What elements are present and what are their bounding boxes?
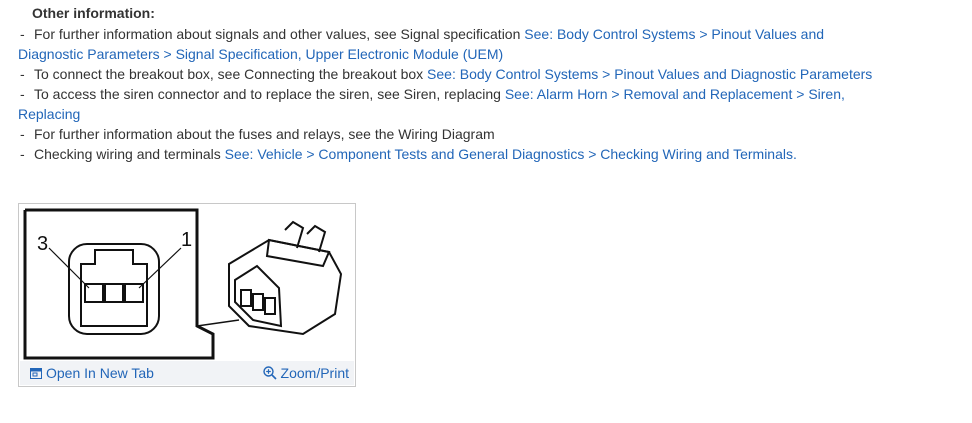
info-item-text: For further information about the fuses … — [34, 126, 495, 142]
info-list: -For further information about signals a… — [18, 24, 888, 164]
pin-slot-2 — [104, 283, 124, 303]
figure-toolbar: Open In New Tab Zoom/Print — [20, 361, 354, 385]
pinout-values-link[interactable]: See: Body Control Systems > Pinout Value… — [427, 66, 873, 82]
pin-1-leader — [138, 247, 182, 289]
info-item-text: To connect the breakout box, see Connect… — [34, 66, 428, 82]
connector-tab-1 — [284, 220, 305, 249]
connector-pin-b — [252, 293, 264, 311]
connector-tab-2 — [306, 224, 327, 253]
pin-3-leader — [48, 247, 90, 289]
pin-slot-1 — [84, 283, 104, 303]
connector-body — [228, 238, 343, 336]
zoom-print-button[interactable]: Zoom/Print — [262, 365, 349, 381]
checking-wiring-link[interactable]: See: Vehicle > Component Tests and Gener… — [224, 146, 797, 162]
info-item-signals: -For further information about signals a… — [18, 26, 825, 62]
connector-face-outline — [68, 243, 160, 335]
connector-top — [265, 238, 331, 268]
connector-diagram[interactable]: 3 1 — [23, 208, 353, 362]
info-item-wiring: -Checking wiring and terminals See: Vehi… — [20, 146, 797, 162]
connector-figure: 3 1 Open In New Tab Zoom/Print — [18, 203, 356, 387]
signal-specification-link[interactable]: See: Body Control Systems > Pinout Value… — [18, 26, 825, 62]
info-item-fuses: -For further information about the fuses… — [20, 126, 495, 142]
zoom-magnifier-icon — [262, 366, 277, 380]
pin-slot-3 — [124, 283, 144, 303]
connector-mouth — [234, 264, 283, 328]
open-in-new-tab-button[interactable]: Open In New Tab — [30, 365, 154, 381]
connector-face-inner — [80, 249, 148, 327]
pin-label-right: 1 — [181, 229, 192, 251]
info-item-siren: -To access the siren connector and to re… — [18, 86, 845, 122]
connector-pin-a — [240, 289, 252, 307]
siren-replacing-link[interactable]: See: Alarm Horn > Removal and Replacemen… — [18, 86, 845, 122]
connector-callout — [196, 319, 240, 327]
zoom-print-label: Zoom/Print — [280, 365, 349, 381]
pin-label-left: 3 — [37, 233, 48, 255]
open-new-tab-icon — [30, 367, 42, 379]
info-item-text: To access the siren connector and to rep… — [34, 86, 505, 102]
diagram-frame — [23, 208, 215, 360]
info-item-text: Checking wiring and terminals — [34, 146, 225, 162]
section-title: Other information: — [32, 5, 155, 21]
info-item-breakout-box: -To connect the breakout box, see Connec… — [20, 66, 873, 82]
connector-pin-c — [264, 297, 276, 315]
info-item-text: For further information about signals an… — [34, 26, 525, 42]
open-in-new-tab-label: Open In New Tab — [46, 365, 154, 381]
